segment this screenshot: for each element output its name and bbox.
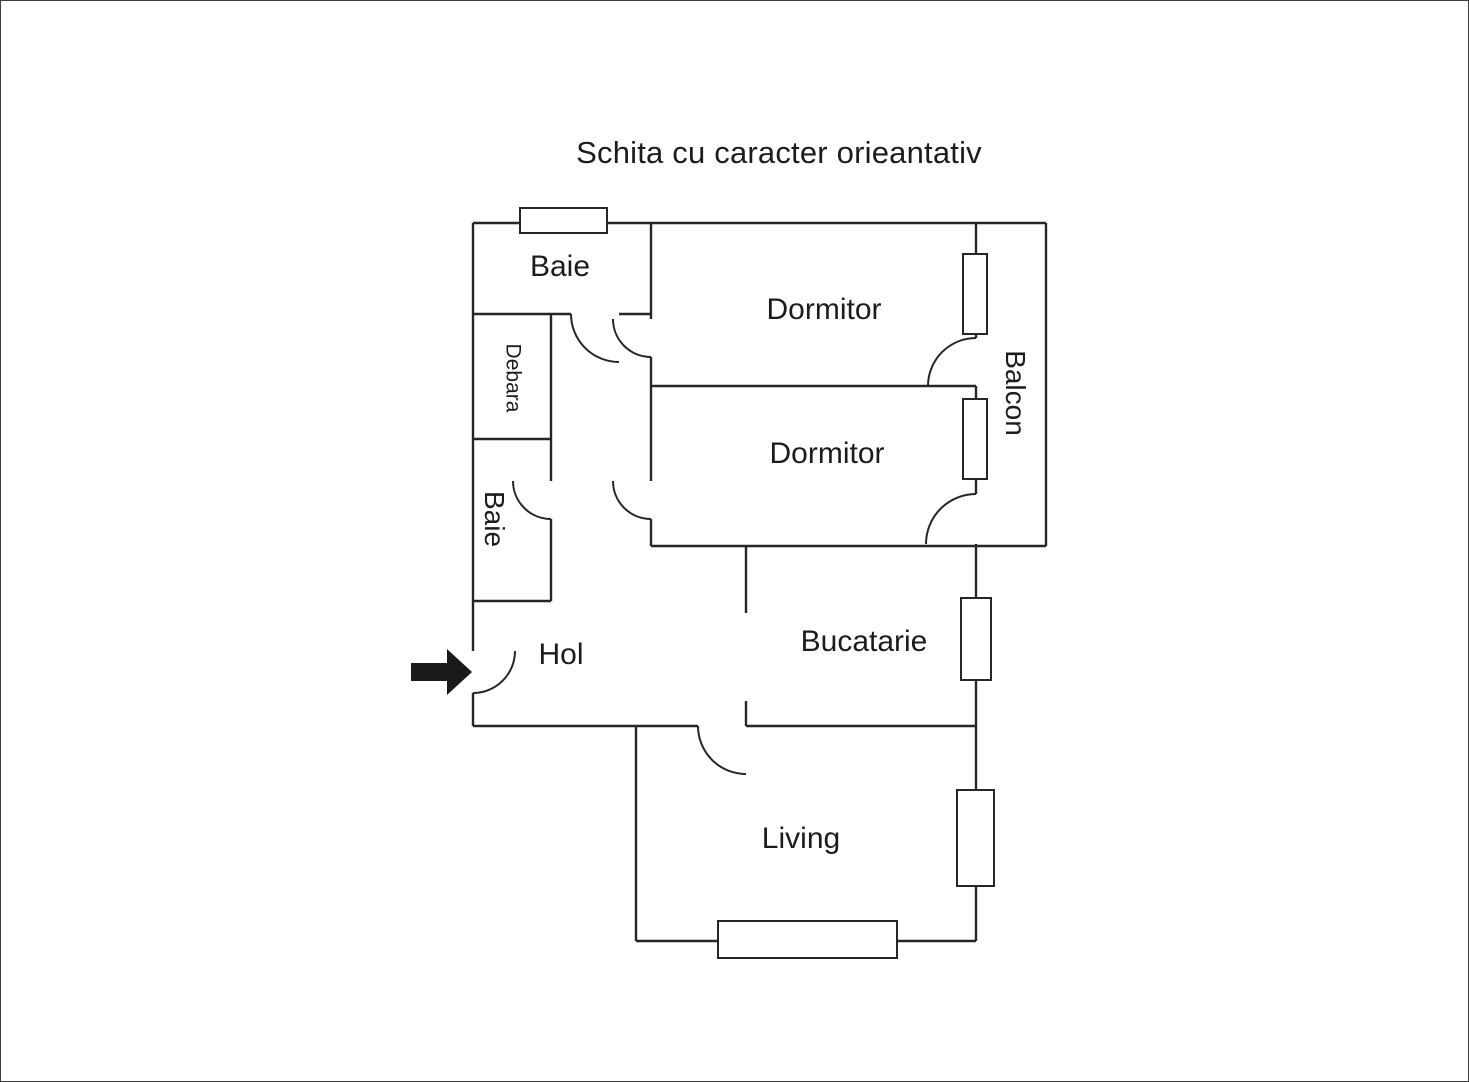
- door-arc-dormitor-middle: [612, 480, 652, 520]
- door-arc-baie-top: [570, 313, 620, 363]
- window-dormitor-top: [962, 253, 988, 335]
- room-label-living: Living: [761, 822, 841, 855]
- door-arc-baie-left: [512, 480, 552, 520]
- window-dormitor-middle: [962, 398, 988, 480]
- door-arc-balcon-top: [927, 337, 977, 387]
- room-label-baie-top: Baie: [529, 250, 591, 283]
- room-label-balcon: Balcon: [1000, 350, 1031, 436]
- walls-outline: [471, 221, 1048, 943]
- window-baie-top: [519, 207, 608, 234]
- room-label-baie-left: Baie: [479, 490, 510, 548]
- door-arc-balcon-bottom: [925, 493, 977, 545]
- entrance-arrow-icon: [411, 649, 472, 695]
- room-label-bucatarie: Bucatarie: [800, 625, 928, 658]
- page-title: Schita cu caracter orieantativ: [576, 135, 982, 170]
- door-arc-living: [697, 725, 747, 775]
- room-label-debara: Debara: [501, 343, 525, 413]
- room-label-dormitor-top: Dormitor: [766, 293, 882, 326]
- room-label-dormitor-middle: Dormitor: [769, 437, 885, 470]
- room-label-hol: Hol: [538, 638, 584, 671]
- door-arc-dormitor-top: [612, 318, 652, 358]
- window-living-bottom: [717, 920, 898, 959]
- window-bucatarie: [960, 597, 992, 681]
- door-arc-entrance: [472, 650, 516, 694]
- window-living-right: [956, 789, 995, 887]
